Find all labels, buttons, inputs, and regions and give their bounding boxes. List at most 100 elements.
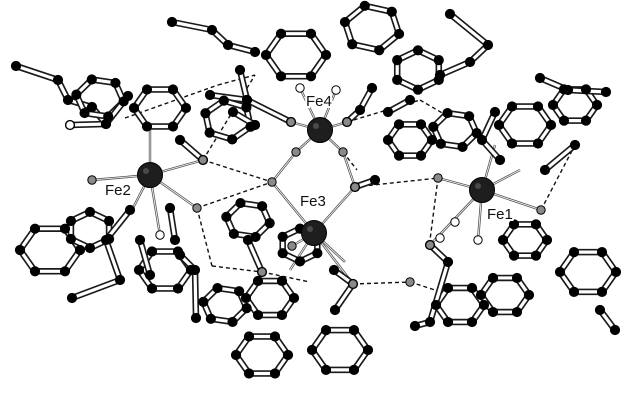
- carbon-atom: [305, 28, 317, 39]
- hetero-atom: [348, 279, 358, 289]
- carbon-atom: [59, 266, 71, 277]
- carbon-atom: [14, 244, 26, 256]
- carbon-atom: [212, 282, 223, 294]
- carbon-atom: [609, 324, 621, 336]
- bond: [236, 66, 251, 104]
- carbon-atom: [242, 234, 254, 246]
- hetero-atom: [87, 175, 97, 185]
- hetero-atom: [192, 203, 202, 213]
- carbon-atom: [227, 106, 239, 118]
- carbon-atom: [382, 134, 394, 146]
- carbon-atom: [475, 289, 487, 301]
- carbon-atom: [65, 215, 77, 227]
- carbon-atom: [530, 219, 542, 230]
- carbon-atom: [580, 115, 592, 126]
- iron-atom-fe3: [301, 220, 327, 246]
- carbon-atom: [428, 121, 439, 132]
- carbon-atom: [339, 16, 351, 28]
- bond: [446, 10, 492, 49]
- hydrogen-bond: [196, 181, 273, 209]
- carbon-atom: [86, 101, 98, 113]
- carbon-atom: [166, 16, 178, 28]
- carbon-atom: [393, 28, 405, 40]
- carbon-atom: [348, 364, 360, 375]
- label-fe3: Fe3: [300, 193, 326, 210]
- carbon-atom: [275, 71, 287, 82]
- carbon-atom: [457, 141, 468, 153]
- bond: [541, 141, 579, 174]
- hetero-atom: [342, 117, 352, 127]
- carbon-atom: [404, 94, 416, 106]
- carbon-atom: [29, 223, 41, 234]
- carbon-atom: [128, 102, 140, 114]
- carbon-atom: [392, 74, 403, 85]
- label-fe4: Fe4: [306, 93, 332, 110]
- carbon-atom: [221, 211, 232, 222]
- carbon-atom: [600, 86, 612, 98]
- carbon-atom: [227, 316, 238, 328]
- carbon-atom: [155, 230, 165, 240]
- hydrogen-bond: [540, 144, 576, 211]
- hydrogen-bond: [409, 281, 436, 291]
- carbon-atom: [146, 246, 158, 257]
- carbon-atom: [415, 119, 427, 130]
- carbon-atom: [174, 249, 186, 261]
- hydrogen-bond: [261, 271, 311, 283]
- carbon-atom: [359, 0, 370, 11]
- carbon-atom: [29, 266, 41, 277]
- carbon-atom: [534, 72, 546, 84]
- carbon-atom: [71, 89, 82, 100]
- carbon-atom: [141, 121, 153, 132]
- carbon-atom: [320, 364, 332, 375]
- bond: [243, 96, 295, 126]
- carbon-atom: [295, 83, 305, 93]
- carbon-atom: [545, 119, 557, 131]
- carbon-atom: [506, 101, 518, 112]
- carbon-atom: [10, 60, 22, 72]
- carbon-atom: [569, 139, 581, 151]
- carbon-atom: [393, 150, 405, 161]
- carbon-atom: [386, 6, 397, 17]
- carbon-atom: [562, 84, 574, 96]
- carbon-atom: [471, 128, 482, 139]
- hydrogen-bond: [217, 74, 256, 86]
- carbon-atom: [65, 120, 75, 130]
- carbon-atom: [180, 102, 192, 114]
- carbon-atom: [269, 331, 281, 342]
- carbon-atom: [591, 99, 603, 111]
- carbon-atom: [478, 299, 490, 311]
- carbon-atom: [84, 242, 96, 254]
- carbon-atom: [466, 316, 478, 328]
- carbon-atom: [241, 303, 252, 314]
- carbon-atom: [532, 101, 544, 112]
- carbon-atom: [240, 292, 252, 304]
- carbon-atom: [306, 344, 318, 356]
- carbon-atom: [508, 219, 520, 230]
- carbon-atom: [320, 49, 332, 61]
- carbon-atom: [329, 304, 341, 316]
- carbon-atom: [305, 71, 317, 82]
- carbon-atom: [243, 331, 255, 342]
- bond: [136, 236, 154, 279]
- hetero-atom: [267, 177, 277, 187]
- carbon-atom: [275, 28, 287, 39]
- bond: [206, 91, 251, 104]
- carbon-atom: [415, 150, 427, 161]
- carbon-atom: [596, 286, 608, 297]
- carbon-atom: [331, 85, 341, 95]
- carbon-atom: [476, 134, 488, 146]
- hydrogen-bond: [352, 281, 411, 285]
- carbon-atom: [530, 250, 542, 261]
- bond: [102, 236, 124, 284]
- carbon-atom: [222, 39, 234, 51]
- carbon-atom: [426, 134, 438, 146]
- carbon-atom: [100, 234, 112, 246]
- carbon-atom: [464, 111, 475, 122]
- iron-centers: [137, 117, 495, 246]
- carbon-atom: [144, 269, 156, 281]
- carbon-atom: [167, 121, 179, 132]
- carbon-atom: [347, 39, 358, 50]
- carbon-atom: [409, 320, 421, 332]
- hetero-atom: [350, 182, 360, 192]
